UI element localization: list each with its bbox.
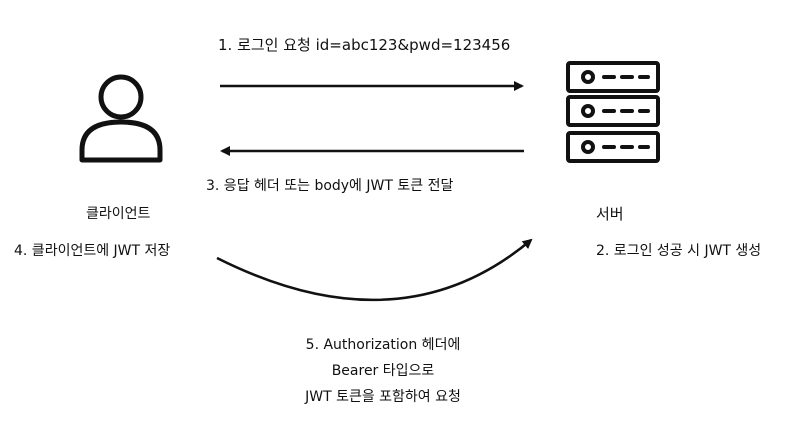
server-icon	[566, 61, 660, 163]
step5-label-line1: 5. Authorization 헤더에	[305, 337, 461, 353]
step3-label: 3. 응답 헤더 또는 body에 JWT 토큰 전달	[206, 178, 454, 194]
step5-label-line3: JWT 토큰을 포함하여 요청	[305, 389, 461, 405]
step1-label: 1. 로그인 요청 id=abc123&pwd=123456	[218, 36, 511, 54]
step4-label: 4. 클라이언트에 JWT 저장	[14, 243, 171, 259]
user-icon	[79, 74, 163, 163]
step2-label: 2. 로그인 성공 시 JWT 생성	[596, 243, 762, 259]
server-label: 서버	[596, 205, 624, 223]
step5-label-line2: Bearer 타입으로	[331, 363, 435, 379]
client-label: 클라이언트	[86, 206, 151, 222]
authorized-request-arrow	[216, 238, 533, 302]
